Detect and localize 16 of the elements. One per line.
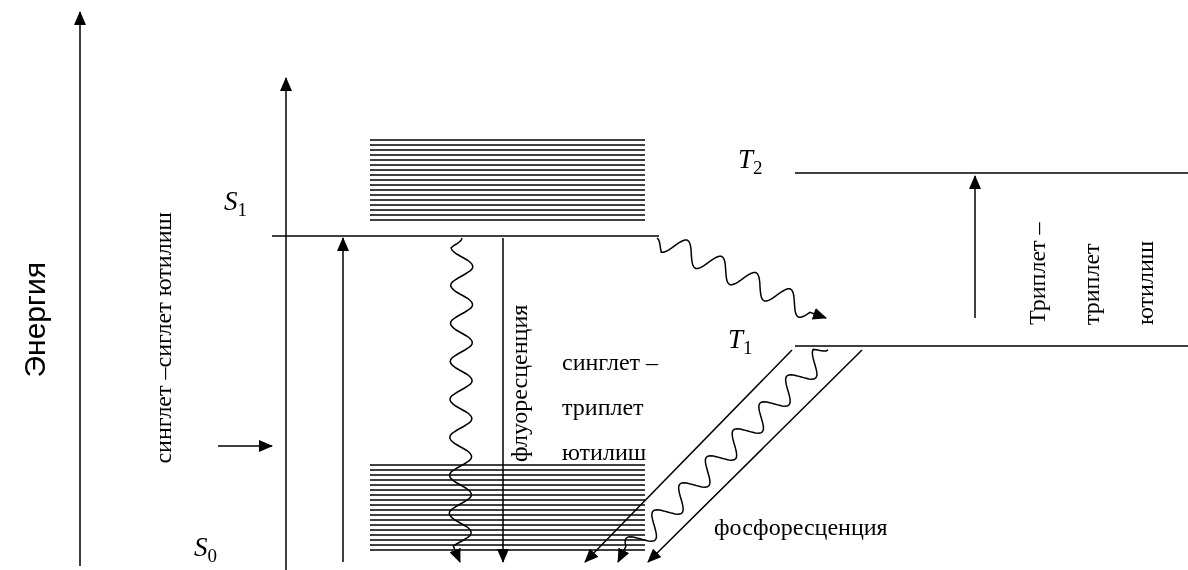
level-label: S$_{0}$ <box>194 532 217 569</box>
wavy-arrow <box>617 348 829 563</box>
level-label: S$_{1}$ <box>224 186 247 223</box>
wavy-arrow <box>448 237 474 563</box>
level-label: T$_{2}$ <box>738 144 763 181</box>
excitation-arrow <box>337 237 349 563</box>
emission-arrow <box>647 349 863 563</box>
transition-label: синглет –сиглет ютилиш <box>150 212 177 464</box>
transition-label: синглет – триплет ютилиш <box>562 348 660 467</box>
axis-label: Энергия <box>18 262 52 378</box>
wavy-arrow <box>656 237 827 320</box>
emission-arrow <box>584 349 793 563</box>
energy-level-band <box>222 138 659 238</box>
excitation-arrow <box>969 175 981 319</box>
emission-arrow <box>497 237 509 563</box>
level-label: T$_{1}$ <box>728 324 753 361</box>
